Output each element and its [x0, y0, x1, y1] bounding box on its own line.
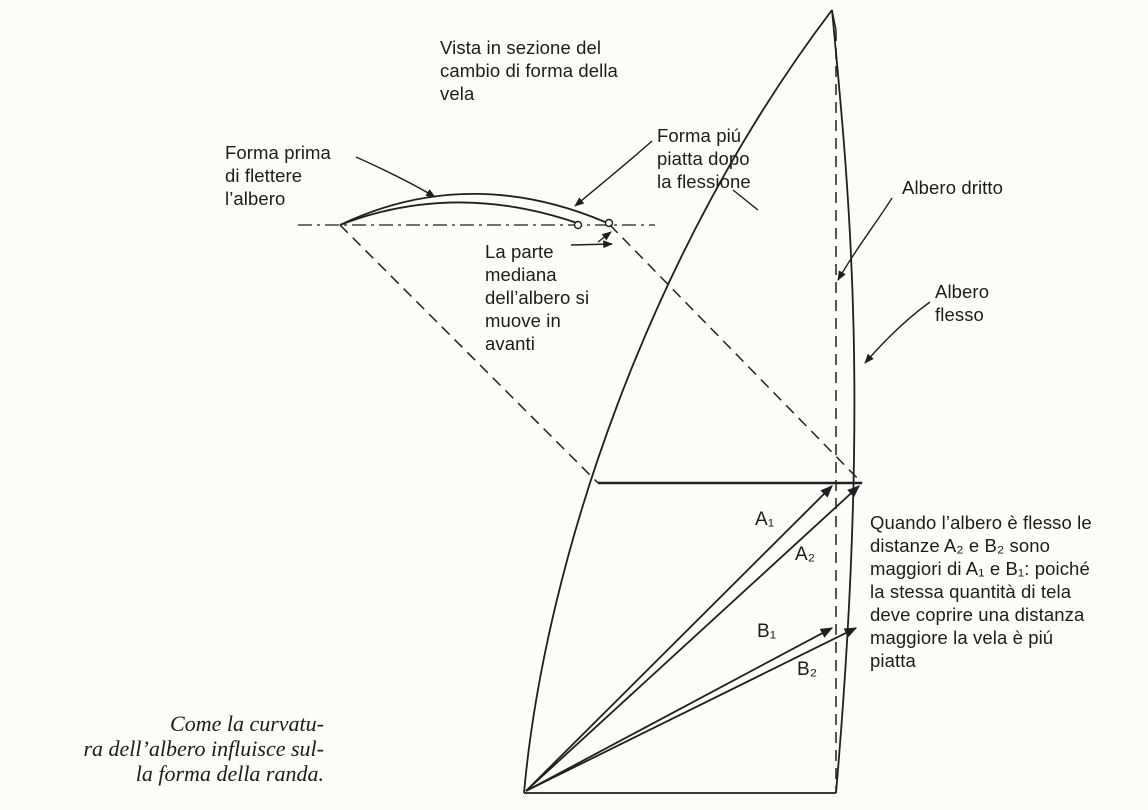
label-shape-before: Forma prima di flettere l’albero [225, 142, 331, 209]
pointer-mast-middle-2 [570, 240, 613, 249]
pointer-shape-after [574, 140, 653, 207]
label-b2: B₂ [797, 659, 818, 680]
label-shape-after: Forma piú piatta dopo la flessione [657, 125, 751, 192]
section-shape-before [339, 193, 606, 226]
figure-caption: Come la curvatu- ra dell’albero influisc… [83, 711, 324, 786]
label-mast-middle: La parte mediana dell’albero si muove in… [485, 241, 590, 354]
vector-a1 [525, 485, 833, 792]
mast-position-before [573, 220, 583, 230]
label-section-view: Vista in sezione del cambio di forma del… [440, 37, 618, 104]
sail-leech [523, 9, 833, 794]
label-a1: A₁ [755, 509, 775, 530]
pointer-mast-middle [597, 231, 612, 243]
label-mast-straight: Albero dritto [902, 177, 1004, 198]
label-a2: A₂ [795, 544, 816, 565]
vector-a2 [525, 485, 860, 792]
section-shape-after [339, 201, 581, 226]
pointer-shape-before [355, 156, 436, 198]
label-mast-bent: Albero flesso [935, 281, 990, 325]
projection-line-left [339, 224, 599, 484]
pointer-mast-bent [864, 301, 931, 364]
label-b1: B₁ [757, 621, 777, 642]
label-explanation: Quando l’albero è flesso le distanze A₂ … [870, 512, 1092, 671]
pointer-mast-straight [837, 197, 893, 281]
vector-b1 [525, 627, 834, 792]
projection-line-right [609, 224, 863, 484]
vector-b2 [525, 627, 858, 792]
pointer-shape-after-to-leech [732, 189, 759, 211]
